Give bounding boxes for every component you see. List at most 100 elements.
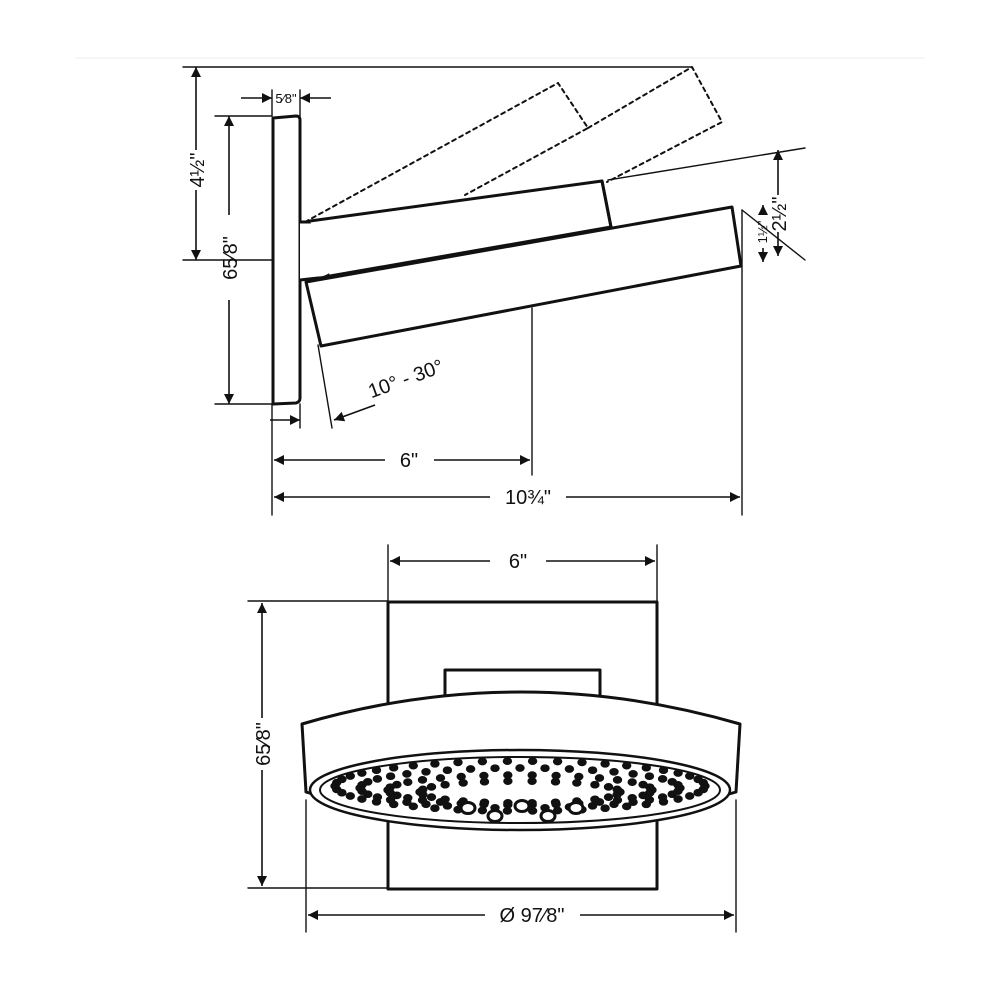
spray-nozzle [603,793,614,801]
spray-nozzle [698,778,708,787]
spray-nozzle [600,804,610,813]
nozzle-field [330,757,710,823]
spray-nozzle [673,795,683,803]
spray-nozzle [622,802,632,811]
spray-nozzle [403,778,413,786]
spray-nozzle [430,804,440,813]
spray-nozzle [628,770,638,778]
spray-nozzle [479,798,490,807]
spray-nozzle [685,792,695,800]
spray-nozzle [685,772,695,780]
spray-nozzle [357,769,367,777]
spray-nozzle [572,779,582,787]
label-plate-height-front: 65⁄8" [253,722,275,766]
spray-nozzle [502,757,513,765]
spray-nozzle [550,798,561,807]
spray-nozzle [644,772,655,781]
spray-nozzle [552,757,563,766]
spray-nozzle [612,776,623,784]
center-spray-nozzle [539,809,557,823]
spray-nozzle [363,777,373,786]
spray-face-inner-ring [319,756,721,824]
spray-nozzle [627,778,637,786]
label-plate-height-side: 65⁄8" [220,236,242,280]
spray-nozzle [527,777,537,785]
spray-nozzle [645,783,655,792]
spray-nozzle [477,757,488,766]
spray-nozzle [345,792,355,800]
spray-nozzle [603,783,614,791]
spray-nozzle [550,777,561,786]
spray-nozzle [442,766,453,775]
front-dimension-lines [257,556,734,920]
side-view [182,66,806,516]
spray-nozzle [673,781,683,789]
spray-nozzle [600,759,610,768]
spray-nozzle [385,772,396,781]
spray-nozzle [490,764,500,773]
spray-nozzle [587,766,598,775]
front-view [247,544,742,933]
label-tilt-angle: 10° - 30° [365,356,446,403]
spray-nozzle [641,763,651,772]
spray-nozzle [622,761,632,770]
spray-nozzle [453,758,463,767]
spray-nozzle [417,776,428,784]
spray-nozzle [574,772,584,781]
spray-nozzle [477,806,488,815]
spray-nozzle [440,795,450,804]
center-spray-nozzle [486,809,504,823]
spray-nozzle [392,780,402,789]
side-dimension-lines [191,67,783,502]
side-extension-lines [182,66,806,516]
wall-plate [271,114,302,406]
spray-nozzle [430,759,440,768]
label-plate-width: 6" [509,551,527,573]
spray-nozzle [479,777,490,786]
center-spray-nozzle [567,801,585,815]
spray-nozzle [590,795,600,804]
spray-nozzle [594,774,605,782]
spray-nozzle [609,767,619,776]
front-extension-lines [247,544,737,933]
spray-nozzle [426,793,437,801]
spray-nozzle [337,775,347,784]
spray-nozzle [402,770,412,778]
spray-nozzle [371,766,382,775]
label-arm-thickness: 1½" [755,220,770,243]
label-head-depth: 2½" [769,197,791,232]
spray-nozzle [515,764,525,772]
spray-nozzle [372,775,383,783]
spray-nozzle [357,795,367,803]
tilted-position-outline [304,66,723,223]
label-flange-thickness: 5⁄8" [275,91,297,106]
label-head-diameter: Ø 97⁄8" [500,905,565,927]
spray-nozzle [638,791,648,800]
spray-nozzle [540,764,550,773]
spray-nozzle [503,799,513,807]
spray-nozzle [465,765,476,773]
center-spray-nozzle [459,801,477,815]
spray-nozzle [627,794,637,802]
spray-nozzle [693,788,703,797]
spray-nozzle [612,785,622,794]
spray-nozzle [667,790,677,799]
spray-nozzle [426,783,437,791]
spray-nozzle [657,793,668,801]
label-overall-length: 10¾" [505,487,551,509]
spray-nozzle [673,769,683,777]
spray-nozzle [421,767,431,776]
spray-nozzle [658,766,669,775]
spray-nozzle [408,761,418,770]
spray-nozzle [372,793,383,801]
spray-nozzle [527,757,538,765]
spray-nozzle [389,763,399,772]
spray-nozzle [657,775,668,783]
label-reach: 6" [400,450,418,472]
center-spray-nozzle [513,799,531,813]
spray-nozzle [458,779,468,787]
shower-head-side [304,205,743,348]
spray-nozzle [564,765,575,773]
spray-nozzle [503,777,513,785]
spray-nozzle [435,774,446,782]
